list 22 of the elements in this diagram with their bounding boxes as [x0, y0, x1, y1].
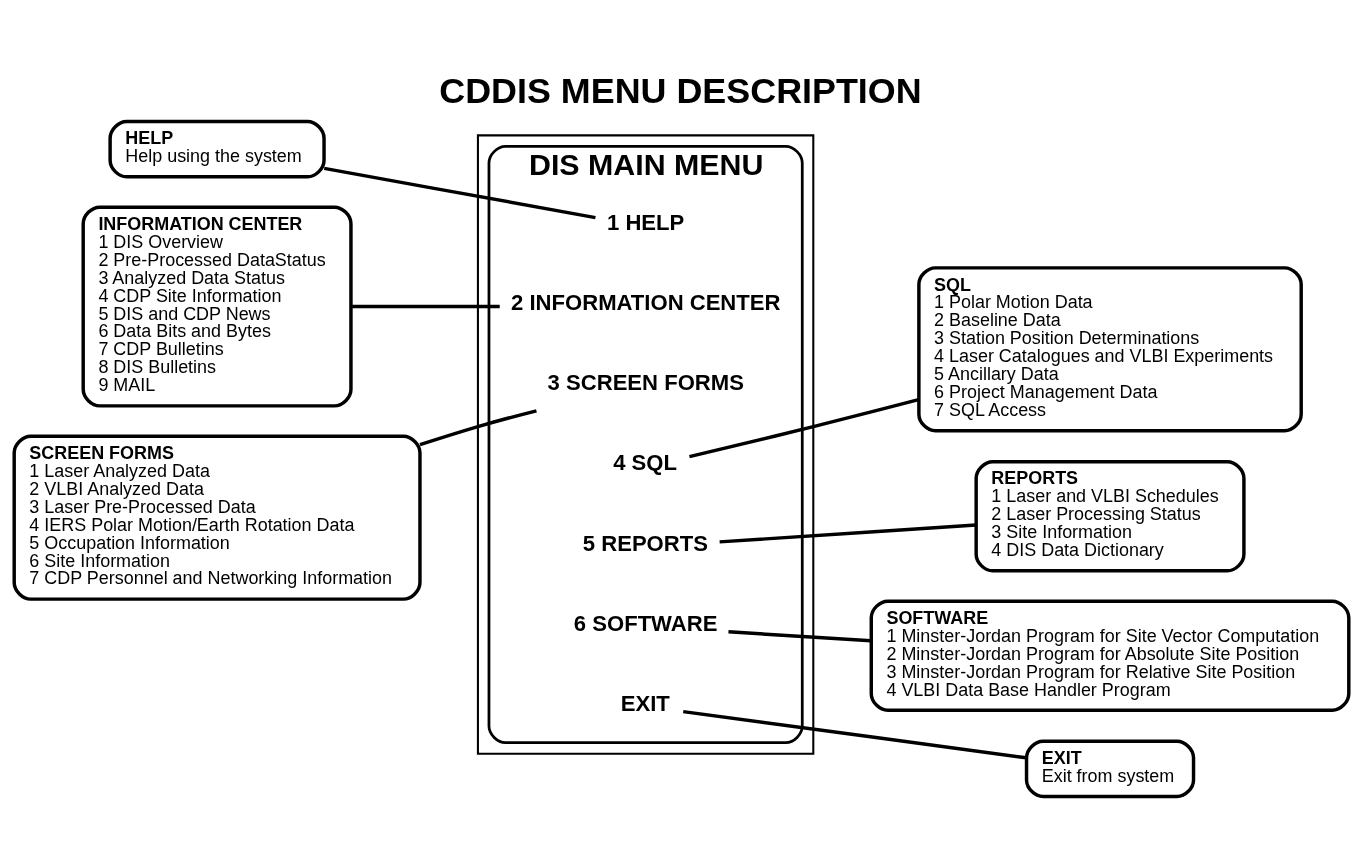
connector — [728, 630, 871, 643]
connector — [683, 709, 1027, 760]
node-text: EXIT — [620, 690, 670, 716]
node-text: 5 REPORTS — [582, 530, 708, 556]
node-box: SCREEN FORMS 1 Laser Analyzed Data 2 VLBI Analyzed Data 3 Laser Pre-Processed Data 4 IERS Polar Motion/Earth Rotation Data 5 Occupation Information 6 Site Information 7 CDP Personnel and Networking Information — [12, 434, 422, 601]
connector — [689, 398, 919, 459]
node-text: 2 INFORMATION CENTER — [511, 290, 781, 316]
node-box: INFORMATION CENTER 1 DIS Overview 2 Pre-Processed DataStatus 3 Analyzed Data Status 4 CDP Site Information 5 DIS and CDP News 6 Data Bits and Bytes 7 CDP Bulletins 8 DIS Bulletins 9 MAIL — [81, 205, 353, 408]
node-box: REPORTS 1 Laser and VLBI Schedules 2 Laser Processing Status 3 Site Information 4 DIS Data Dictionary — [974, 460, 1246, 573]
node-box: HELP Help using the system — [108, 119, 326, 179]
node-text: 4 SQL — [613, 450, 677, 476]
node-text: 1 HELP — [606, 210, 685, 236]
connector — [719, 523, 977, 544]
connector — [351, 304, 500, 309]
node-text: 6 SOFTWARE — [573, 610, 718, 636]
diagram-title: CDDIS MENU DESCRIPTION — [439, 71, 922, 112]
node-text: 3 SCREEN FORMS — [547, 370, 744, 396]
node-box: SOFTWARE 1 Minster-Jordan Program for Site Vector Computation 2 Minster-Jordan Program for Absolute Site Position 3 Minster-Jordan Program for Relative Site Position 4 VLBI Data Base Handler Program — [869, 599, 1351, 712]
node-box: SQL 1 Polar Motion Data 2 Baseline Data 3 Station Position Determinations 4 Laser Catalogues and VLBI Experiments 5 Ancillary Data 6 Project Management Data 7 SQL Access — [917, 266, 1303, 433]
connector — [323, 166, 596, 220]
node-box: EXIT Exit from system — [1024, 739, 1196, 799]
connector — [419, 409, 537, 447]
